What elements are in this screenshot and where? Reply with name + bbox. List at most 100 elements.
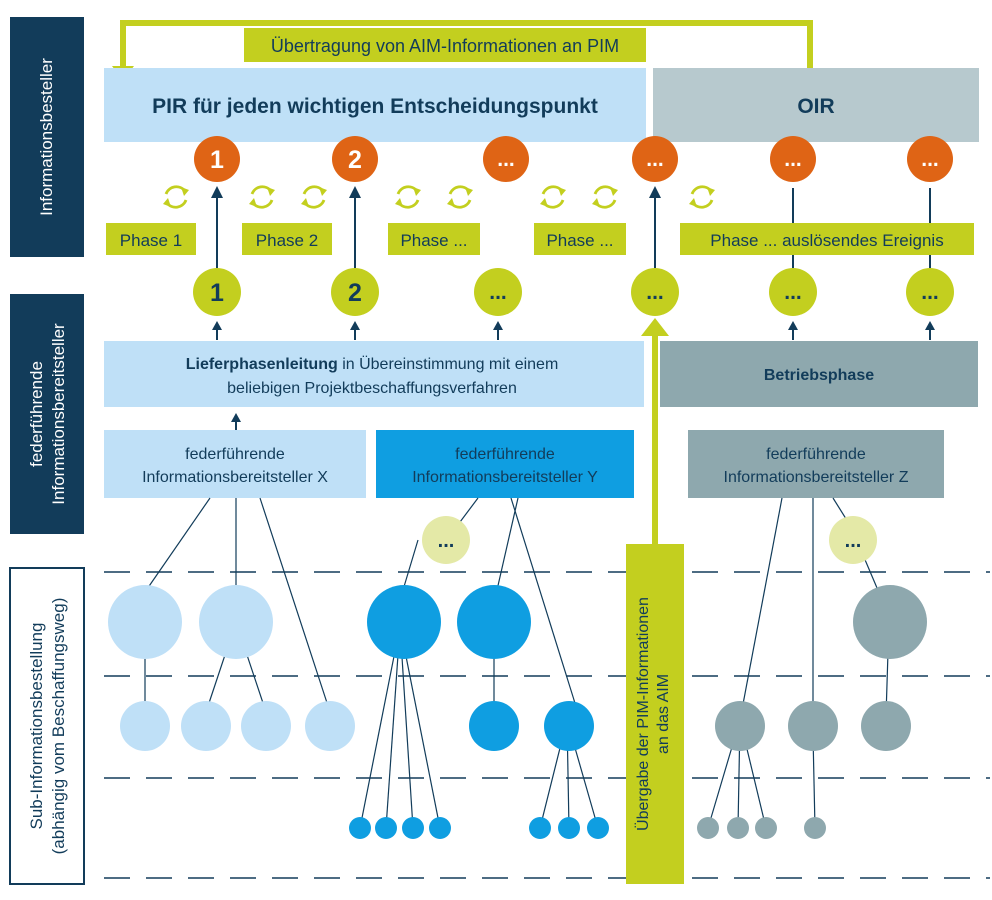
decision-circle — [632, 136, 678, 182]
phase-labels: Phase 1 Phase 2 Phase ... Phase ... Phas… — [106, 223, 974, 255]
delivery-line1: Lieferphasenleitung in Übereinstimmung m… — [186, 355, 559, 373]
sub-node — [529, 817, 551, 839]
info-circle — [193, 268, 241, 316]
info-circle — [631, 268, 679, 316]
handover-arrowhead — [641, 318, 669, 336]
oir-box — [653, 68, 979, 142]
sub-node — [804, 817, 826, 839]
side-label-box-besteller — [10, 17, 84, 257]
sub-node — [853, 585, 927, 659]
provider-z-line1: federführende — [766, 446, 866, 463]
decision-label: ... — [784, 148, 802, 171]
handover-stem — [652, 332, 658, 546]
sub-ellipsis-label: ... — [438, 530, 455, 552]
operation-phase-label: Betriebsphase — [764, 367, 874, 384]
decision-circle — [194, 136, 240, 182]
sub-node — [861, 701, 911, 751]
pir-label: PIR für jeden wichtigen Entscheidungspun… — [152, 95, 598, 118]
delivery-rest: in Übereinstimmung mit einem — [338, 355, 559, 373]
info-circle — [474, 268, 522, 316]
info-label: 2 — [348, 279, 362, 307]
handover-line1: Übergabe der PIM-Informationen — [634, 597, 652, 831]
sub-node — [108, 585, 182, 659]
decision-circle — [332, 136, 378, 182]
sub-node — [469, 701, 519, 751]
decision-circle — [483, 136, 529, 182]
decision-label: 2 — [348, 146, 362, 174]
handover-line2: an das AIM — [655, 674, 672, 754]
delivery-bold: Lieferphasenleitung — [186, 356, 338, 373]
sub-node — [715, 701, 765, 751]
side-label-box-bereitsteller — [10, 294, 84, 534]
sub-ellipsis-label: ... — [845, 530, 862, 552]
side-label-box-sub — [9, 567, 85, 885]
trigger-event-label: Phase ... auslösendes Ereignis — [710, 231, 943, 250]
sub-node — [375, 817, 397, 839]
transfer-label: Übertragung von AIM-Informationen an PIM — [271, 36, 619, 56]
provider-box-y — [376, 430, 634, 498]
provider-z-line2: Informationsbereitsteller Z — [724, 469, 909, 486]
sub-node — [457, 585, 531, 659]
info-label: ... — [921, 281, 939, 304]
level-separators — [104, 571, 990, 879]
decision-label: ... — [921, 148, 939, 171]
refresh-cycle-icon — [393, 185, 423, 209]
sub-ellipsis-node — [422, 516, 470, 564]
sub-node — [755, 817, 777, 839]
sub-node — [544, 701, 594, 751]
info-points: 1 2 ... ... ... ... — [193, 268, 954, 316]
info-label: ... — [489, 281, 507, 304]
sub-node — [558, 817, 580, 839]
refresh-cycle-icon — [299, 185, 329, 209]
sub-nodes-x — [108, 585, 355, 751]
phase-box — [534, 223, 626, 255]
decision-label: ... — [497, 148, 515, 171]
operation-phase-box — [660, 341, 978, 407]
pir-box — [104, 68, 646, 142]
decision-points: 1 2 ... ... ... ... — [194, 136, 953, 182]
side-label-bereitsteller-line2: Informationsbereitsteller — [49, 323, 68, 505]
refresh-cycle-icon — [590, 185, 620, 209]
phase-box — [388, 223, 480, 255]
side-label-sub-line2: (abhängig vom Beschaffungsweg) — [49, 598, 68, 855]
decision-circle — [770, 136, 816, 182]
phase-label: Phase ... — [400, 231, 467, 250]
side-label-bereitsteller-line1: federführende — [27, 361, 46, 467]
decision-label: ... — [646, 148, 664, 171]
trigger-event-box — [680, 223, 974, 255]
phase-cycle-icons — [161, 185, 717, 209]
info-circle — [906, 268, 954, 316]
decision-label: 1 — [210, 146, 224, 174]
sub-node — [402, 817, 424, 839]
provider-x-line1: federführende — [185, 446, 285, 463]
info-label: ... — [784, 281, 802, 304]
sub-node — [367, 585, 441, 659]
handover-bar — [626, 544, 684, 884]
sub-node — [587, 817, 609, 839]
delivery-phase-box — [104, 341, 644, 407]
delivery-line2: beliebigen Projektbeschaffungsverfahren — [227, 380, 517, 397]
refresh-cycle-icon — [445, 185, 475, 209]
sub-node — [697, 817, 719, 839]
phase-label: Phase 2 — [256, 231, 318, 250]
phase-box — [106, 223, 196, 255]
sub-node — [199, 585, 273, 659]
sub-nodes-z — [697, 585, 927, 839]
sub-node — [305, 701, 355, 751]
phase-box — [242, 223, 332, 255]
phase-label: Phase 1 — [120, 231, 182, 250]
provider-box-z — [688, 430, 944, 498]
sub-node — [727, 817, 749, 839]
phase-label: Phase ... — [546, 231, 613, 250]
info-circle — [331, 268, 379, 316]
info-label: 1 — [210, 279, 224, 307]
decision-circle — [907, 136, 953, 182]
sub-node — [181, 701, 231, 751]
refresh-cycle-icon — [538, 185, 568, 209]
refresh-cycle-icon — [247, 185, 277, 209]
sub-ellipsis-node — [829, 516, 877, 564]
side-label-besteller: Informationsbesteller — [37, 58, 56, 216]
provider-box-x — [104, 430, 366, 498]
sub-node — [120, 701, 170, 751]
